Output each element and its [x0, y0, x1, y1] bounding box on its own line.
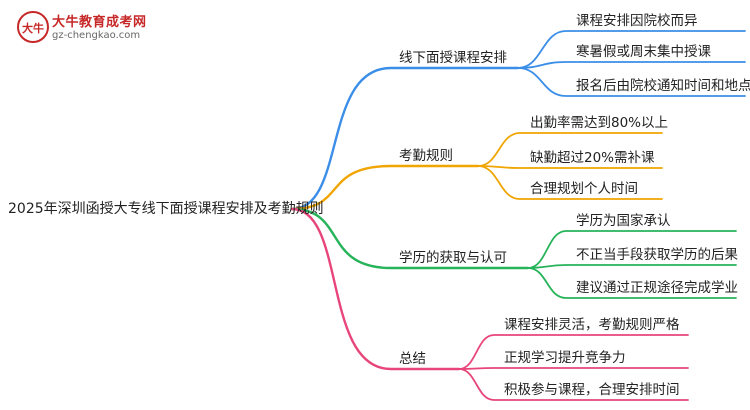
- leaf-edge: [527, 267, 737, 299]
- leaf-edge: [517, 61, 746, 69]
- leaf-edge: [477, 132, 663, 167]
- branch-edge: [290, 207, 530, 270]
- leaf-edge: [517, 30, 746, 69]
- leaf-edge: [517, 67, 746, 97]
- leaf-topic: 出勤率需达到80%以上: [530, 115, 669, 131]
- branch-topic: 考勤规则: [399, 148, 453, 164]
- branch-edge: [290, 207, 461, 371]
- leaf-topic: 课程安排因院校而异: [576, 13, 698, 29]
- root-topic: 2025年深圳函授大专线下面授课程安排及考勤规则: [8, 201, 324, 217]
- leaf-topic: 缺勤超过20%需补课: [530, 150, 655, 166]
- leaf-edge: [527, 264, 737, 269]
- leaf-topic: 正规学习提升竞争力: [504, 350, 626, 366]
- leaf-topic: 寒暑假或周末集中授课: [576, 44, 711, 60]
- leaf-edge: [527, 230, 737, 269]
- leaf-edge: [458, 334, 689, 370]
- leaf-edge: [477, 165, 663, 200]
- branch-topic: 学历的获取与认可: [399, 250, 507, 266]
- leaf-topic: 课程安排灵活，考勤规则严格: [504, 317, 680, 333]
- leaf-topic: 报名后由院校通知时间和地点: [576, 78, 750, 94]
- logo-mark-icon: 大牛: [17, 11, 49, 43]
- leaf-edge: [458, 367, 689, 370]
- branch-topic: 线下面授课程安排: [399, 50, 507, 66]
- branch-topic: 总结: [399, 351, 426, 367]
- leaf-topic: 建议通过正规途径完成学业: [576, 280, 738, 296]
- logo-title: 大牛教育成考网: [52, 15, 147, 30]
- logo-glyph: 大牛: [22, 21, 44, 35]
- leaf-edge: [477, 165, 663, 169]
- leaf-topic: 积极参与课程，合理安排时间: [504, 382, 680, 398]
- leaf-edge: [458, 368, 689, 401]
- leaf-topic: 合理规划个人时间: [530, 181, 638, 197]
- leaf-topic: 学历为国家承认: [576, 213, 671, 229]
- logo-url: gz-chengkao.com: [52, 30, 141, 41]
- branch-edge: [290, 164, 480, 211]
- leaf-topic: 不正当手段获取学历的后果: [576, 247, 738, 263]
- branch-edge: [290, 66, 520, 211]
- site-logo: 大牛 大牛教育成考网 gz-chengkao.com: [16, 10, 166, 50]
